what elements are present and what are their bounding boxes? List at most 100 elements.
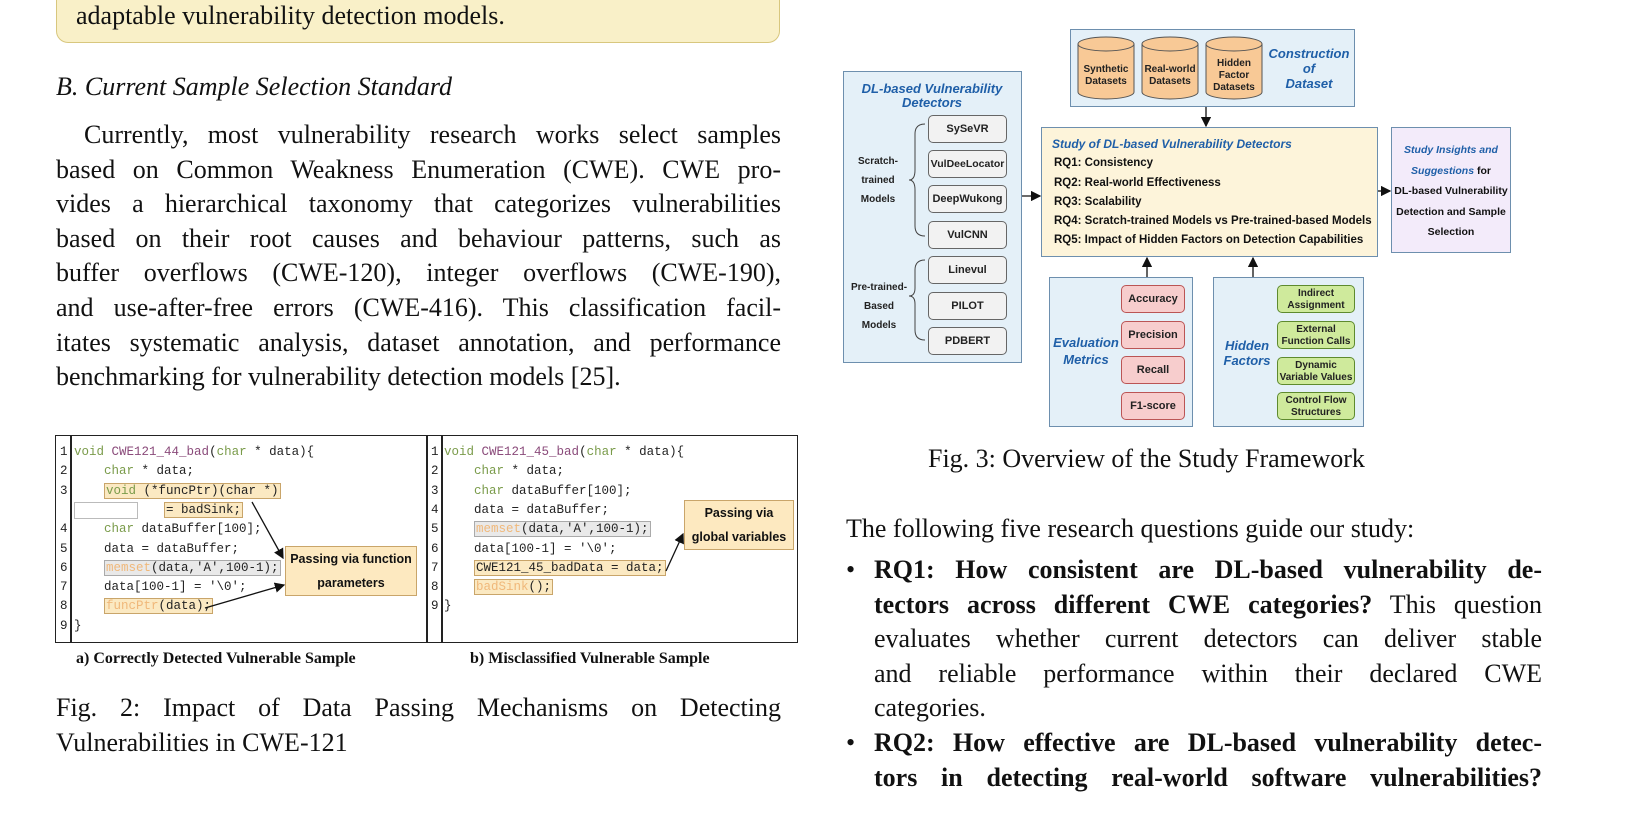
model-linevul: Linevul <box>928 256 1007 284</box>
label-line: Synthetic <box>1083 64 1129 75</box>
label-line: Hidden <box>1217 58 1251 69</box>
label-line: Models <box>860 194 896 205</box>
section-heading: B. Current Sample Selection Standard <box>56 72 452 101</box>
insights-line: Suggestions <box>1411 164 1475 177</box>
metric-accuracy: Accuracy <box>1121 285 1185 313</box>
model-pdbert: PDBERT <box>928 327 1007 355</box>
label-line: Based <box>863 301 894 312</box>
factor-dynamic-values: Dynamic Variable Values <box>1277 357 1355 385</box>
scratch-trained-label: Scratch- trained Models <box>848 152 908 209</box>
caption-line: Fig. 2: Impact of Data Passing Mechanism… <box>56 693 781 722</box>
rq-bullet-list: • RQ1: How consistent are DL-based vulne… <box>846 553 1542 795</box>
insights-line: Study Insights and <box>1404 144 1498 156</box>
rq-item: RQ1: Consistency <box>1054 157 1154 169</box>
code-line: data = dataBuffer; <box>444 503 610 517</box>
bullet-rq2: • RQ2: How effective are DL-based vulner… <box>846 726 1542 795</box>
model-sysevr: SySeVR <box>928 115 1007 143</box>
label-line: Models <box>861 320 897 331</box>
code-line: char * data; <box>474 464 565 478</box>
title-line: Evaluation <box>1053 335 1119 350</box>
paragraph-line: itates systematic analysis, dataset anno… <box>56 327 781 357</box>
label-line: Scratch- <box>857 156 898 167</box>
detectors-title: DL-based Vulnerability Detectors <box>848 82 1016 110</box>
rq-body-text: and reliable performance within their de… <box>874 658 1542 688</box>
rq-question-bold: RQ2: How effective are DL-based vulnerab… <box>874 727 1542 757</box>
factor-line: Assignment <box>1287 300 1345 311</box>
fig2-code-figure: 1 2 3 4 5 6 7 8 9 void CWE121_44_bad(cha… <box>55 435 798 643</box>
dataset-cylinders <box>1077 36 1263 100</box>
line-number: 4 <box>60 522 68 536</box>
dataset-label: Hidden Factor Datasets <box>1204 58 1264 94</box>
code-line: char dataBuffer[100]; <box>104 522 262 536</box>
rq-body-text: This question <box>1372 589 1543 619</box>
paragraph-line: based on their root causes and behaviour… <box>56 223 781 253</box>
subcaption-b: b) Misclassified Vulnerable Sample <box>470 650 710 667</box>
factor-external-calls: External Function Calls <box>1277 321 1355 349</box>
label-line: Factor <box>1218 70 1250 81</box>
rq-item: RQ3: Scalability <box>1054 196 1142 208</box>
label-line: Datasets <box>1149 76 1191 87</box>
body-paragraph: Currently, most vulnerability research w… <box>56 118 781 395</box>
code-line: memset(data,'A',100-1); <box>104 560 281 576</box>
bullet-dot: • <box>846 727 856 757</box>
title-line: Construction <box>1268 46 1350 61</box>
line-number: 5 <box>60 542 68 556</box>
title-line: Metrics <box>1063 352 1109 367</box>
paragraph-line: based on Common Weakness Enumeration (CW… <box>56 154 781 184</box>
insights-panel <box>1391 127 1511 253</box>
paragraph-line: benchmarking for vulnerability detection… <box>56 362 621 392</box>
code-line: char dataBuffer[100]; <box>474 484 632 498</box>
line-number: 3 <box>431 484 439 498</box>
rq-item: RQ4: Scratch-trained Models vs Pre-train… <box>1054 215 1372 227</box>
fig3-caption: Fig. 3: Overview of the Study Framework <box>928 444 1365 473</box>
callout-text: adaptable vulnerability detection models… <box>76 1 505 30</box>
caption-line: Vulnerabilities in CWE-121 <box>56 727 348 757</box>
line-number: 2 <box>60 464 68 478</box>
insights-text: Study Insights and Suggestions for DL-ba… <box>1393 140 1509 243</box>
paragraph-line: Currently, most vulnerability research w… <box>84 120 781 149</box>
model-vuldeelocator: VulDeeLocator <box>928 150 1007 178</box>
left-gutter-divider <box>70 436 72 642</box>
factor-line: Indirect <box>1297 288 1335 299</box>
fig2-arrows <box>204 501 684 609</box>
intro-line: The following five research questions gu… <box>846 514 1415 543</box>
fig2-caption: Fig. 2: Impact of Data Passing Mechanism… <box>56 691 781 760</box>
line-number: 1 <box>60 445 68 459</box>
dataset-label: Synthetic Datasets <box>1076 64 1136 88</box>
rq-question-bold: tectors across different CWE categories? <box>874 589 1373 619</box>
rq-question-bold: RQ1: How consistent are DL-based vulnera… <box>874 555 1542 584</box>
insights-line: for <box>1474 164 1491 177</box>
hidden-factors-title: Hidden Factors <box>1218 338 1276 368</box>
fig3-arrows <box>1022 107 1392 277</box>
code-line: data = dataBuffer; <box>74 542 240 556</box>
bullet-rq1: • RQ1: How consistent are DL-based vulne… <box>846 553 1542 726</box>
code-line: } <box>74 619 82 633</box>
paragraph-line: and use-after-free errors (CWE-416). Thi… <box>56 292 781 322</box>
dataset-label: Real-world Datasets <box>1140 64 1200 88</box>
note-passing-global-vars: Passing via global variables <box>684 500 794 550</box>
rq-body-text: evaluates whether current detectors can … <box>874 624 1542 654</box>
note-passing-function-params: Passing via function parameters <box>285 546 417 596</box>
title-line: Hidden <box>1224 338 1270 353</box>
line-number: 5 <box>431 522 439 536</box>
code-line: data[100-1] = '\0'; <box>444 542 617 556</box>
rq-question-bold: tors in detecting real-world software vu… <box>874 762 1542 792</box>
title-line: Factors <box>1223 353 1271 368</box>
pretrained-label: Pre-trained- Based Models <box>846 278 912 335</box>
factor-control-flow: Control Flow Structures <box>1277 392 1355 420</box>
factor-line: Function Calls <box>1281 336 1351 347</box>
line-number: 2 <box>431 464 439 478</box>
code-line: data[100-1] = '\0'; <box>74 580 247 594</box>
insights-line: Selection <box>1427 226 1475 238</box>
line-number: 8 <box>60 599 68 613</box>
factor-line: External <box>1296 324 1336 335</box>
label-line: Pre-trained- <box>850 282 908 293</box>
title-line: Dataset <box>1285 76 1333 91</box>
label-line: Real-world <box>1144 64 1196 75</box>
construction-title: Construction of Dataset <box>1266 46 1352 91</box>
code-line: = badSink; <box>164 502 244 518</box>
code-line: badSink(); <box>474 579 554 595</box>
model-vulcnn: VulCNN <box>928 221 1007 249</box>
line-number: 9 <box>60 619 68 633</box>
rq-item: RQ5: Impact of Hidden Factors on Detecti… <box>1054 234 1364 246</box>
